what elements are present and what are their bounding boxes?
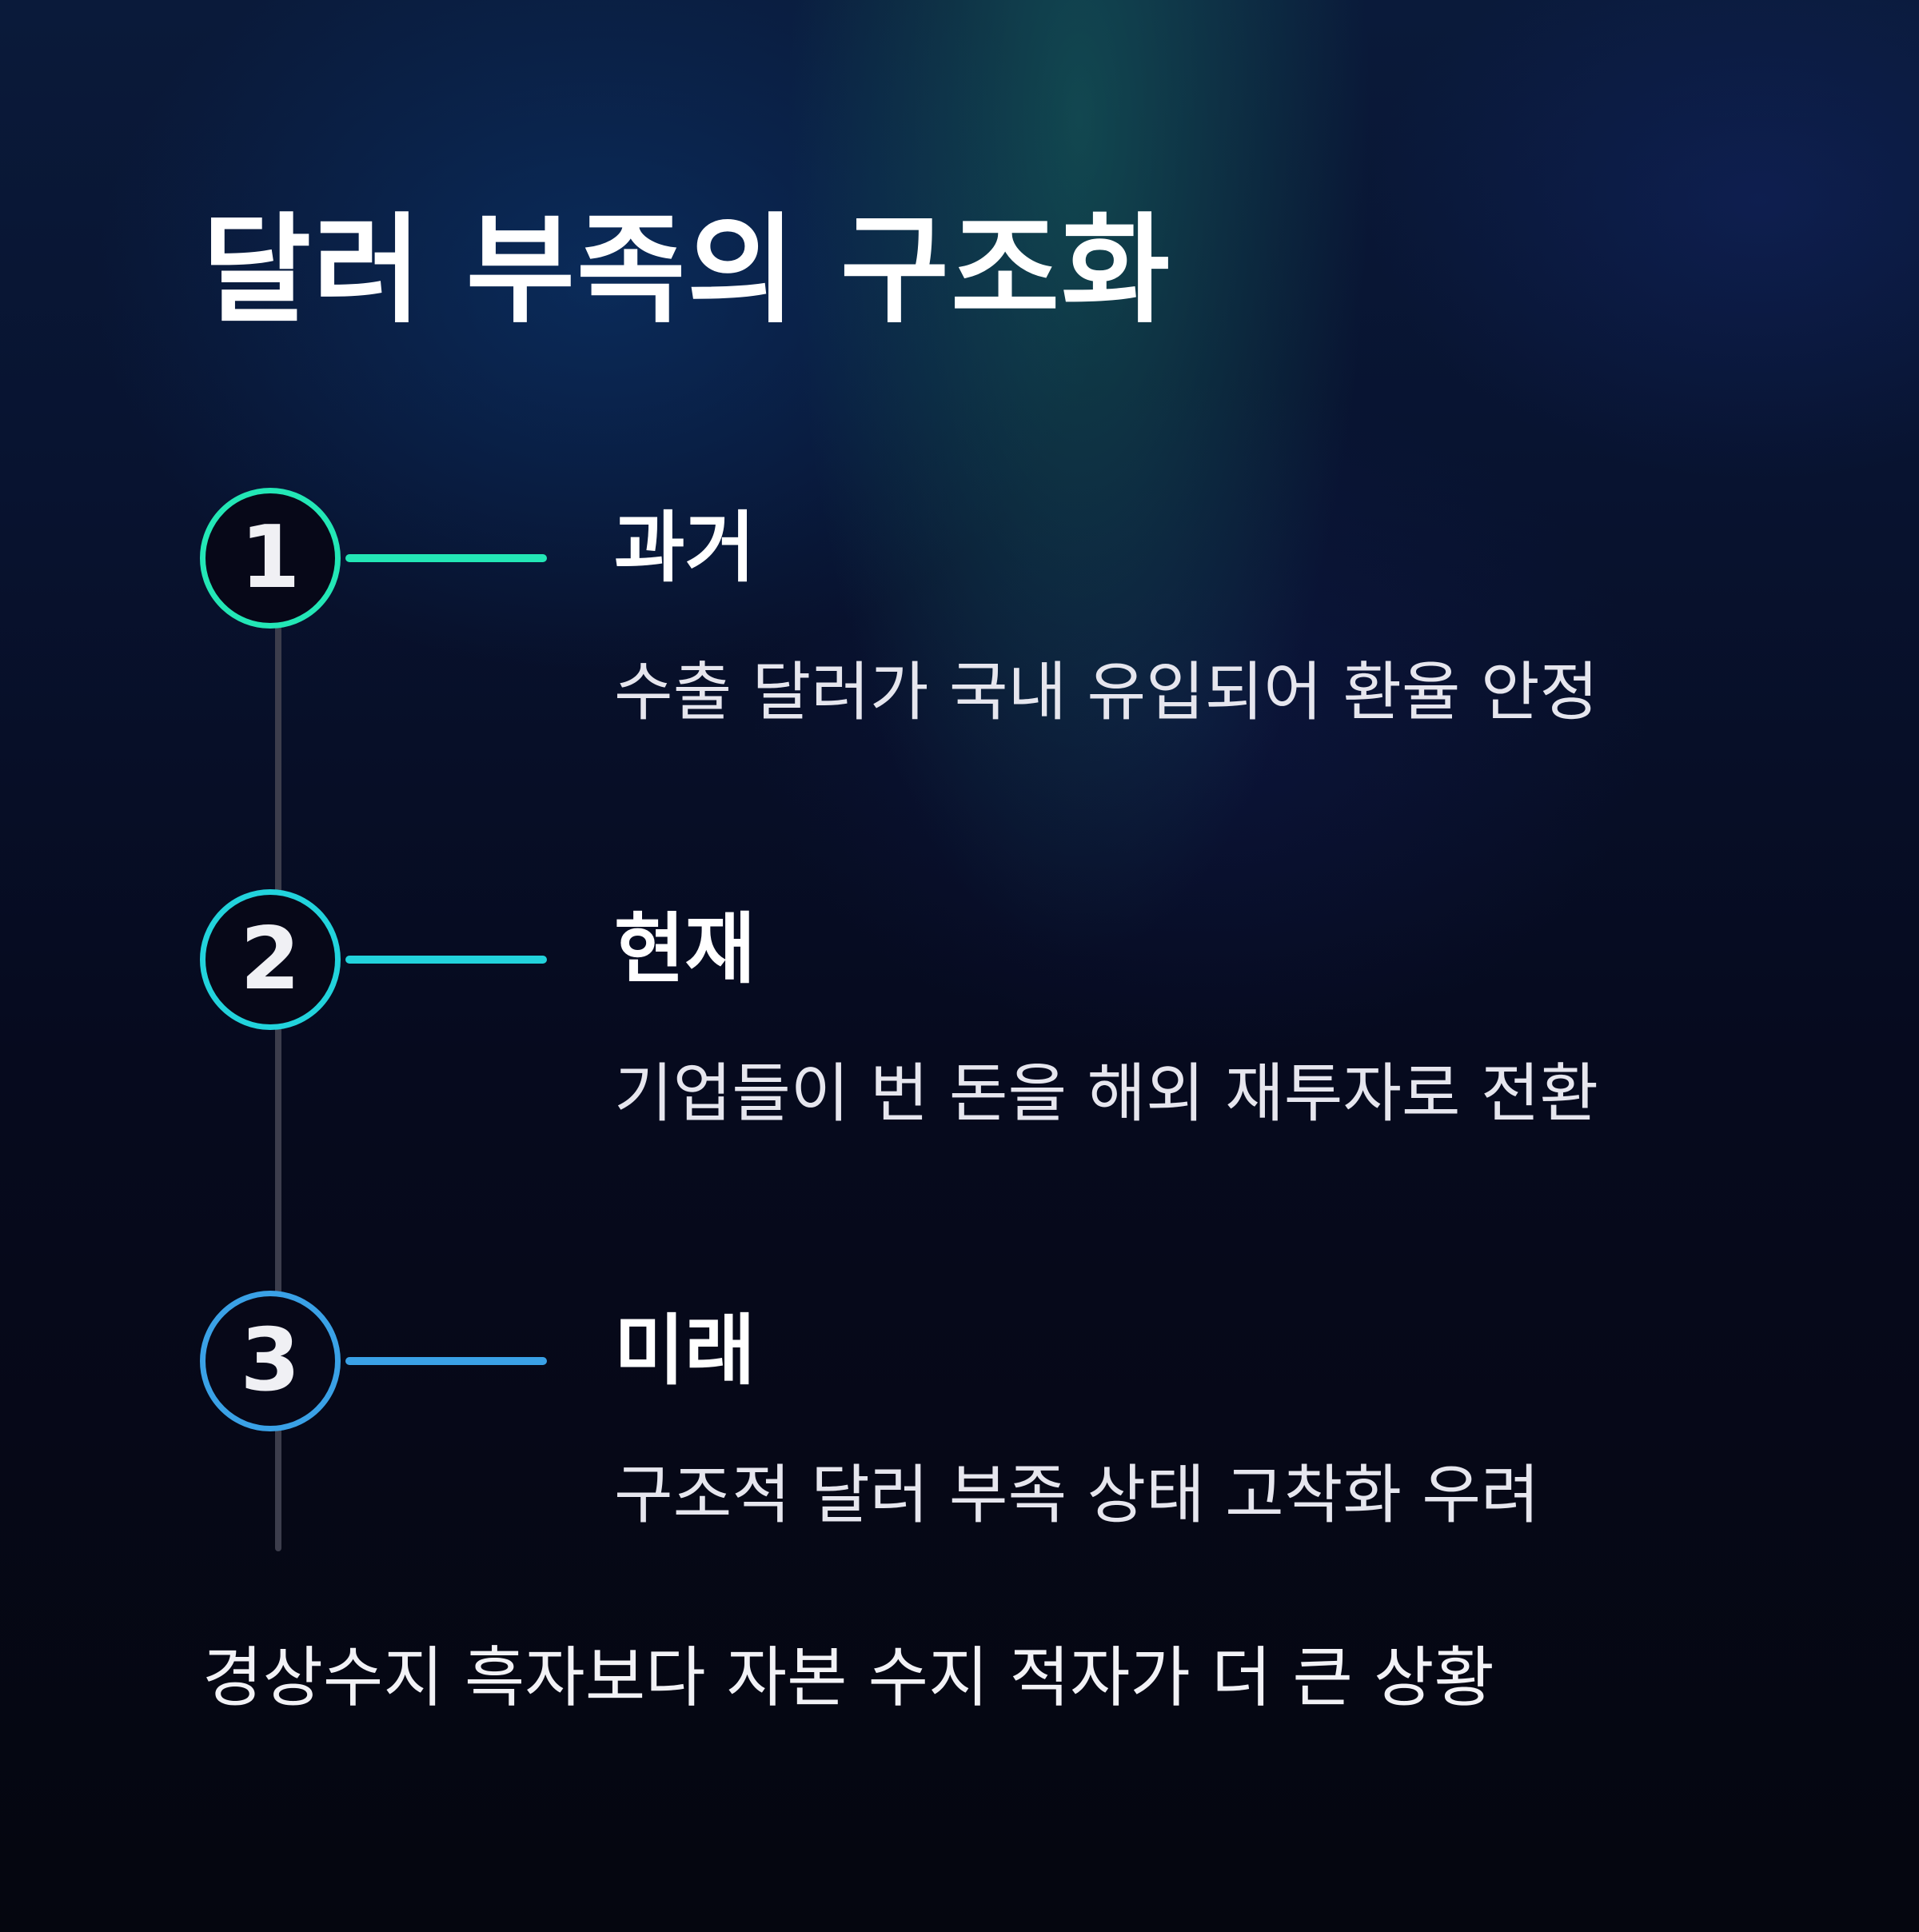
step-1-title: 과거 (614, 503, 756, 593)
step-1-circle: 1 (200, 488, 341, 629)
step-2-number: 2 (240, 909, 301, 1009)
step-2-title: 현재 (614, 904, 756, 994)
step-3-circle: 3 (200, 1291, 341, 1431)
step-1-description: 수출 달러가 국내 유입되어 환율 안정 (614, 655, 1599, 729)
step-1-number: 1 (240, 508, 301, 608)
footer-note: 경상수지 흑자보다 자본 수지 적자가 더 큰 상황 (202, 1640, 1494, 1716)
step-2-description: 기업들이 번 돈을 해외 재투자로 전환 (614, 1056, 1599, 1131)
step-3-number: 3 (240, 1311, 301, 1411)
step-3-description: 구조적 달러 부족 상태 고착화 우려 (614, 1458, 1540, 1532)
step-1-connector (345, 554, 547, 562)
step-2-connector (345, 956, 547, 964)
step-3-title: 미래 (614, 1306, 756, 1395)
timeline-line (275, 624, 281, 1551)
page-title: 달러 부족의 구조화 (202, 202, 1172, 339)
step-3-connector (345, 1357, 547, 1365)
step-2-circle: 2 (200, 889, 341, 1030)
